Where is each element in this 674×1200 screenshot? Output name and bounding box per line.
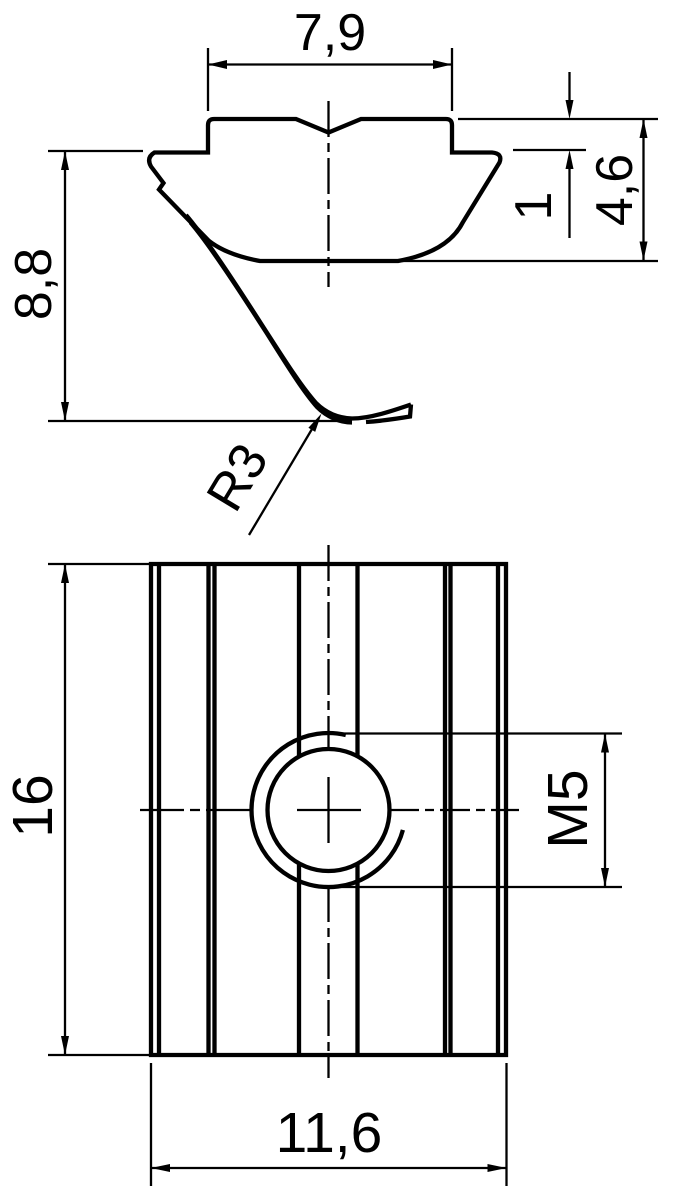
dimension-label-spring-radius: R3 [196, 434, 280, 521]
arrowhead-left [208, 60, 227, 69]
section-view: 7,9 1 4,6 8,8 [5, 4, 658, 536]
arrowhead-up [565, 150, 574, 169]
thread-arc [249, 730, 405, 890]
arrowhead-right [487, 1164, 507, 1172]
arrowhead-down [61, 1036, 69, 1055]
dimension-label-body-height: 4,6 [586, 154, 644, 226]
dimension-overall-height: 8,8 [5, 149, 352, 423]
plan-outline [148, 561, 509, 1058]
arrowhead-right [433, 60, 452, 69]
leader-line [248, 423, 316, 536]
arrowhead-up [639, 119, 648, 138]
dimension-label-lip-height: 1 [505, 192, 563, 221]
dimension-body-height: 4,6 [400, 119, 658, 263]
arrowhead-down [565, 100, 574, 119]
dimension-label-thread: M5 [536, 769, 600, 848]
arrowhead-left [151, 1164, 170, 1172]
arrowhead-down [61, 402, 69, 421]
dimension-label-overall-height: 8,8 [5, 248, 63, 320]
radius-callout: R3 [196, 413, 322, 536]
center-cross [297, 777, 361, 843]
dimension-thread: M5 [334, 732, 622, 889]
plan-view: 16 M5 11,6 [1, 545, 622, 1186]
spring-leaf-lower-line [188, 221, 353, 425]
dimension-slot-width: 7,9 [206, 4, 454, 111]
arrowhead-up [61, 564, 69, 583]
dimension-label-width: 11,6 [276, 1101, 383, 1165]
dimension-label-length: 16 [1, 774, 65, 837]
dimension-width: 11,6 [149, 1063, 508, 1186]
arrowhead-leader [308, 413, 322, 432]
arrowhead-up [61, 151, 69, 170]
arrowhead-down [601, 868, 609, 887]
arrowhead-up [601, 733, 609, 753]
dimension-lip-height: 1 [458, 72, 658, 238]
dimension-length: 16 [1, 562, 151, 1057]
spring-leaf-tip [365, 404, 414, 425]
arrowhead-down [639, 241, 648, 261]
dimension-label-slot-width: 7,9 [294, 4, 366, 62]
